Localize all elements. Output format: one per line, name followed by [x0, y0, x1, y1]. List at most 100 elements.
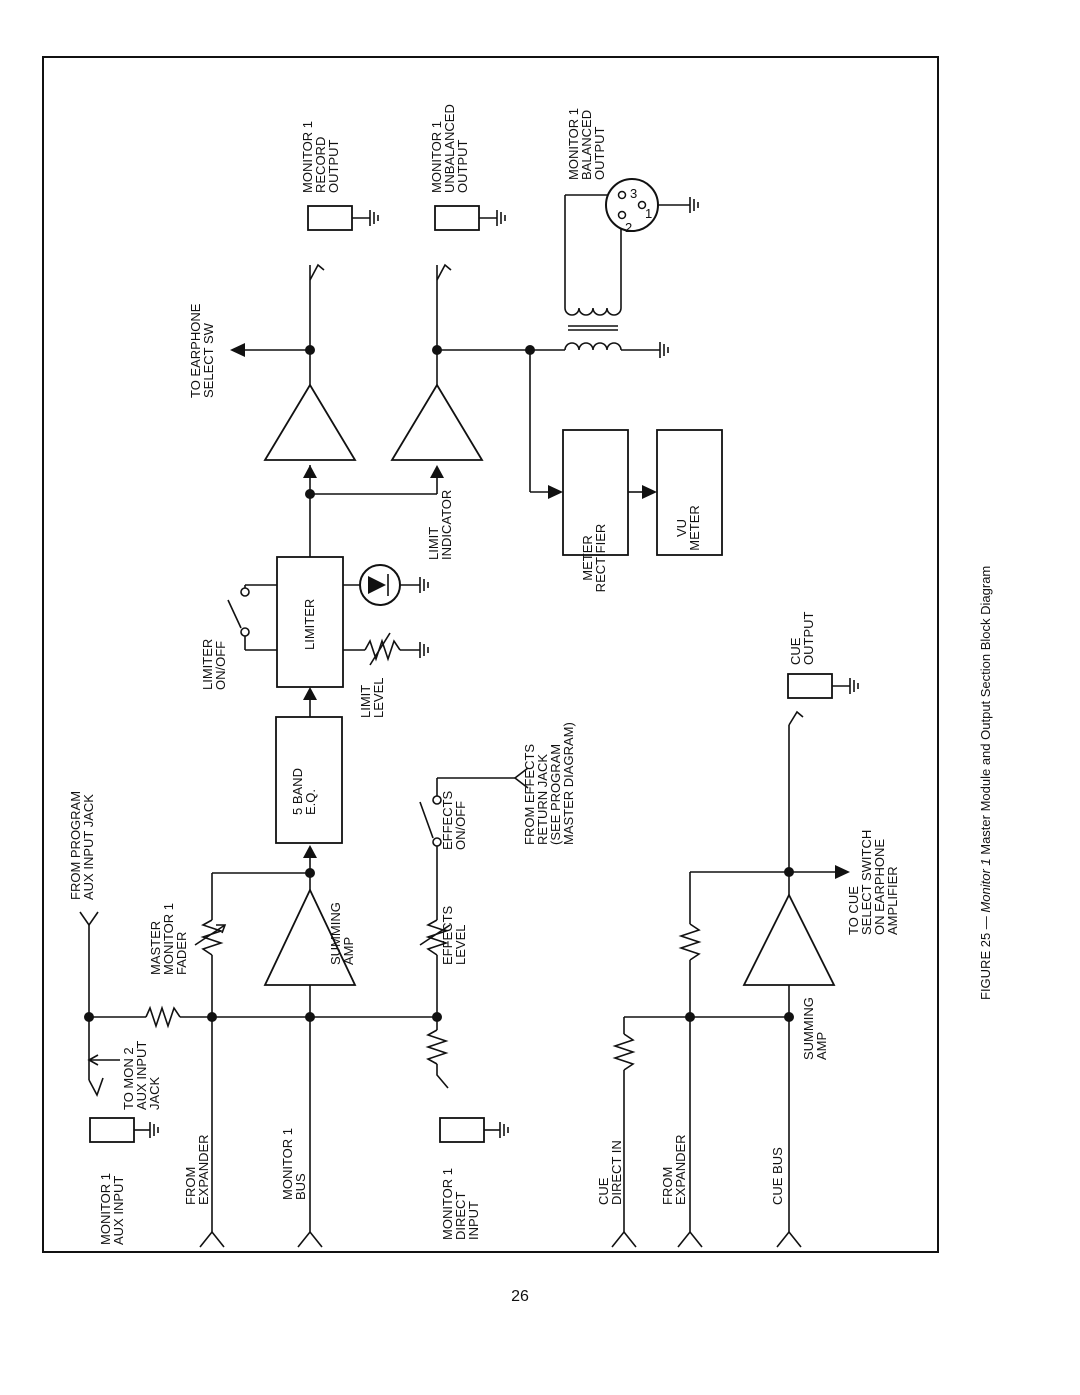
- label-line: CUE: [596, 1177, 611, 1205]
- svg-text:LIMITINDICATOR: LIMITINDICATOR: [426, 490, 454, 560]
- svg-text:VUMETER: VUMETER: [674, 505, 702, 551]
- svg-text:TO EARPHONESELECT SW: TO EARPHONESELECT SW: [188, 303, 216, 398]
- label-line: LIMITER: [302, 599, 317, 650]
- label-eq: 5 BANDE.Q.: [290, 768, 318, 815]
- label-line: LEVEL: [453, 925, 468, 965]
- label-bal-output: MONITOR 1BALANCEDOUTPUT: [566, 108, 607, 180]
- svg-text:5 BANDE.Q.: 5 BANDE.Q.: [290, 768, 318, 815]
- label-line: FROM EFFECTS: [522, 744, 537, 845]
- label-from-expander: FROMEXPANDER: [183, 1134, 211, 1205]
- junction-dots: [84, 345, 794, 1022]
- label-unbal-output: MONITOR 1UNBALANCEDOUTPUT: [429, 104, 470, 193]
- label-line: RETURN JACK: [535, 754, 550, 845]
- label-line: MONITOR 1: [440, 1168, 455, 1240]
- label-line: MASTER DIAGRAM): [561, 722, 576, 845]
- svg-text:SUMMINGAMP: SUMMINGAMP: [328, 902, 356, 965]
- svg-text:CUEDIRECT IN: CUEDIRECT IN: [596, 1140, 624, 1205]
- label-line: SELECT SW: [201, 322, 216, 398]
- svg-text:EFFECTSLEVEL: EFFECTSLEVEL: [440, 905, 468, 965]
- label-line: SUMMING: [801, 997, 816, 1060]
- label-line: VU: [674, 519, 689, 537]
- label-line: ON/OFF: [213, 641, 228, 690]
- label-line: METER: [580, 535, 595, 581]
- label-line: TO MON 2: [121, 1047, 136, 1110]
- meter-rectifier-box: [562, 429, 629, 556]
- svg-text:MONITOR 1AUX INPUT: MONITOR 1AUX INPUT: [98, 1173, 126, 1245]
- svg-text:METERRECTIFIER: METERRECTIFIER: [580, 524, 608, 593]
- label-line: UNBALANCED: [442, 104, 457, 193]
- monitor1-bus-connector: [297, 1230, 323, 1248]
- svg-text:MONITOR 1BUS: MONITOR 1BUS: [280, 1128, 308, 1200]
- label-mon1-aux-input: MONITOR 1AUX INPUT: [98, 1173, 126, 1245]
- svg-text:FROM EFFECTSRETURN JACK(SEE PR: FROM EFFECTSRETURN JACK(SEE PROGRAMMASTE…: [522, 722, 576, 845]
- label-line: LIMITER: [200, 639, 215, 690]
- svg-text:MONITOR 1RECORDOUTPUT: MONITOR 1RECORDOUTPUT: [300, 121, 341, 193]
- svg-text:TO MON 2AUX INPUTJACK: TO MON 2AUX INPUTJACK: [121, 1041, 162, 1110]
- svg-text:FROMEXPANDER: FROMEXPANDER: [660, 1134, 688, 1205]
- label-mon1-direct-input: MONITOR 1DIRECTINPUT: [440, 1168, 481, 1240]
- label-line: METER: [687, 505, 702, 551]
- svg-text:MONITOR 1BALANCEDOUTPUT: MONITOR 1BALANCEDOUTPUT: [566, 108, 607, 180]
- label-line: LIMIT: [426, 527, 441, 560]
- label-line: MONITOR 1: [98, 1173, 113, 1245]
- svg-text:MONITOR 1DIRECTINPUT: MONITOR 1DIRECTINPUT: [440, 1168, 481, 1240]
- label-line: OUTPUT: [455, 140, 470, 194]
- label-line: EFFECTS: [440, 905, 455, 965]
- svg-text:LIMITERON/OFF: LIMITERON/OFF: [200, 639, 228, 690]
- label-line: EFFECTS: [440, 790, 455, 850]
- mon1-direct-jack: [439, 1117, 509, 1143]
- label-line: CUE BUS: [770, 1147, 785, 1205]
- label-line: EXPANDER: [673, 1134, 688, 1205]
- label-line: FROM: [183, 1167, 198, 1205]
- label-line: INDICATOR: [439, 490, 454, 560]
- xlr-pin-1: 1: [645, 206, 652, 221]
- svg-text:SUMMINGAMP: SUMMINGAMP: [801, 997, 829, 1060]
- eq-box: [275, 716, 343, 844]
- label-line: ON EARPHONE: [872, 839, 887, 935]
- label-line: RECORD: [313, 137, 328, 193]
- label-line: BALANCED: [579, 110, 594, 180]
- svg-text:FROM PROGRAMAUX INPUT JACK: FROM PROGRAMAUX INPUT JACK: [68, 791, 96, 900]
- label-line: OUTPUT: [801, 612, 816, 666]
- label-line: MONITOR 1: [280, 1128, 295, 1200]
- label-line: AMP: [341, 937, 356, 965]
- from-program-connector: [79, 911, 99, 927]
- label-to-earphone: TO EARPHONESELECT SW: [188, 303, 216, 398]
- label-line: FROM PROGRAM: [68, 791, 83, 900]
- label-line: SELECT SWITCH: [859, 830, 874, 935]
- label-line: INPUT: [466, 1201, 481, 1240]
- label-cue-bus: CUE BUS: [770, 1147, 785, 1205]
- svg-text:MONITOR 1UNBALANCEDOUTPUT: MONITOR 1UNBALANCEDOUTPUT: [429, 104, 470, 193]
- label-limit-indicator: LIMITINDICATOR: [426, 490, 454, 560]
- label-from-effects: FROM EFFECTSRETURN JACK(SEE PROGRAMMASTE…: [522, 722, 576, 845]
- label-line: E.Q.: [303, 789, 318, 815]
- page-number: 26: [511, 1288, 529, 1305]
- mon1-aux-jack: [89, 1117, 159, 1143]
- label-line: RECTIFIER: [593, 524, 608, 593]
- svg-text:CUE BUS: CUE BUS: [770, 1147, 785, 1205]
- label-line: MASTER: [148, 921, 163, 975]
- label-line: SUMMING: [328, 902, 343, 965]
- limiter-box: [276, 556, 344, 688]
- label-effects-level: EFFECTSLEVEL: [440, 905, 468, 965]
- label-line: AUX INPUT JACK: [81, 794, 96, 900]
- label-line: DIRECT: [453, 1192, 468, 1240]
- svg-text:TO CUESELECT SWITCHON EARPHONE: TO CUESELECT SWITCHON EARPHONEAMPLIFIER: [846, 830, 900, 935]
- label-line: MONITOR 1: [566, 108, 581, 180]
- label-meter-rectifier: METERRECTIFIER: [580, 524, 608, 593]
- label-line: LEVEL: [371, 678, 386, 718]
- label-line: 5 BAND: [290, 768, 305, 815]
- label-line: OUTPUT: [592, 127, 607, 181]
- svg-text:EFFECTSON/OFF: EFFECTSON/OFF: [440, 790, 468, 850]
- label-summing-amp-2: SUMMINGAMP: [801, 997, 829, 1060]
- record-amp-triangle: [263, 383, 357, 461]
- label-monitor1-bus: MONITOR 1BUS: [280, 1128, 308, 1200]
- svg-text:LIMITLEVEL: LIMITLEVEL: [358, 678, 386, 718]
- label-master-fader: MASTERMONITOR 1FADER: [148, 903, 189, 975]
- label-line: DIRECT IN: [609, 1140, 624, 1205]
- label-line: (SEE PROGRAM: [548, 744, 563, 845]
- vu-meter-box: [656, 429, 723, 556]
- label-from-program: FROM PROGRAMAUX INPUT JACK: [68, 791, 96, 900]
- label-line: CUE: [788, 637, 803, 665]
- label-line: MONITOR 1: [161, 903, 176, 975]
